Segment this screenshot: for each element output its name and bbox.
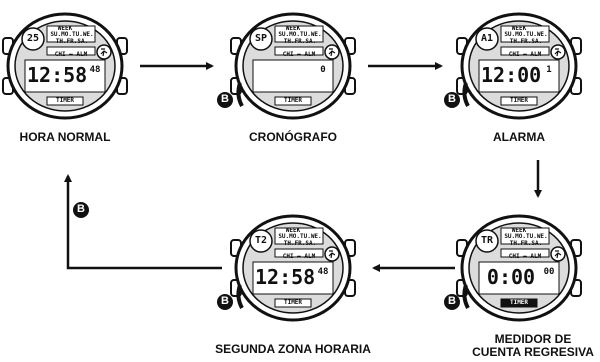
- caption-hora-normal: HORA NORMAL: [19, 130, 111, 144]
- caption-segunda-zona: SEGUNDA ZONA HORARIA: [215, 342, 371, 356]
- chi-alm-label: CHI — ALM: [282, 253, 316, 260]
- mode-code: 25: [26, 33, 40, 44]
- chi-alm-label: CHI — ALM: [508, 51, 542, 58]
- timer-label: TIMER: [283, 97, 303, 104]
- timer-label: TIMER: [509, 97, 529, 104]
- main-time: 12:58: [27, 63, 88, 87]
- pressed-button-mark: [462, 284, 470, 309]
- b-button-label: B: [448, 93, 456, 105]
- chi-alm-label: CHI — ALM: [282, 51, 316, 58]
- main-time: 0:00: [486, 265, 536, 289]
- days-line-2: TH.FR.SA.: [509, 240, 543, 247]
- days-line-2: TH.FR.SA.: [283, 38, 317, 45]
- pressed-button-mark: [462, 82, 470, 107]
- b-button-icon: [217, 294, 233, 310]
- b-button-icon: [444, 92, 460, 108]
- b-button-label: B: [221, 93, 229, 105]
- arrow-segunda-to-hora: [64, 174, 222, 270]
- mode-code: TR: [480, 235, 494, 246]
- seconds: 0: [320, 65, 326, 75]
- b-button-label: B: [221, 295, 229, 307]
- days-line-1: SU.MO.TU.WE.: [278, 31, 322, 38]
- main-time: 12:58: [255, 265, 316, 289]
- days-line-1: SU.MO.TU.WE.: [278, 233, 322, 240]
- days-line-1: SU.MO.TU.WE.: [504, 233, 548, 240]
- timer-label: TIMER: [283, 299, 303, 306]
- days-line-2: TH.FR.SA.: [283, 240, 317, 247]
- week-label: WEEK: [285, 25, 301, 32]
- caption-alarma: ALARMA: [493, 130, 545, 144]
- week-label: WEEK: [511, 227, 527, 234]
- week-label: WEEK: [57, 25, 73, 32]
- seconds: 00: [543, 267, 555, 277]
- timer-label: TIMER: [55, 97, 75, 104]
- b-button-icon: [217, 92, 233, 108]
- seconds: 48: [317, 267, 329, 277]
- b-button-icon: [444, 294, 460, 310]
- mode-code: SP: [254, 33, 268, 44]
- pressed-button-mark: [236, 284, 244, 309]
- days-line-2: TH.FR.SA.: [509, 38, 543, 45]
- caption-cuenta-regresiva-line2: CUENTA REGRESIVA: [472, 345, 594, 359]
- days-line-1: SU.MO.TU.WE.: [50, 31, 94, 38]
- seconds: 48: [89, 65, 101, 75]
- caption-cuenta-regresiva-line1: MEDIDOR DE: [494, 332, 572, 346]
- timer-label: TIMER: [501, 299, 537, 307]
- pressed-button-mark: [236, 82, 244, 107]
- b-button-label: B: [448, 295, 456, 307]
- seconds: 1: [546, 65, 552, 75]
- chi-alm-label: CHI — ALM: [508, 253, 542, 260]
- b-button-label: B: [77, 203, 85, 215]
- days-line-1: SU.MO.TU.WE.: [504, 31, 548, 38]
- week-label: WEEK: [511, 25, 527, 32]
- main-time: 12:00: [481, 63, 542, 87]
- days-line-2: TH.FR.SA.: [55, 38, 89, 45]
- mode-code: T2: [254, 235, 268, 246]
- chi-alm-label: CHI — ALM: [54, 51, 88, 58]
- mode-code: A1: [480, 33, 494, 44]
- week-label: WEEK: [285, 227, 301, 234]
- b-button-icon: [73, 202, 89, 218]
- caption-cronografo: CRONÓGRAFO: [249, 130, 337, 144]
